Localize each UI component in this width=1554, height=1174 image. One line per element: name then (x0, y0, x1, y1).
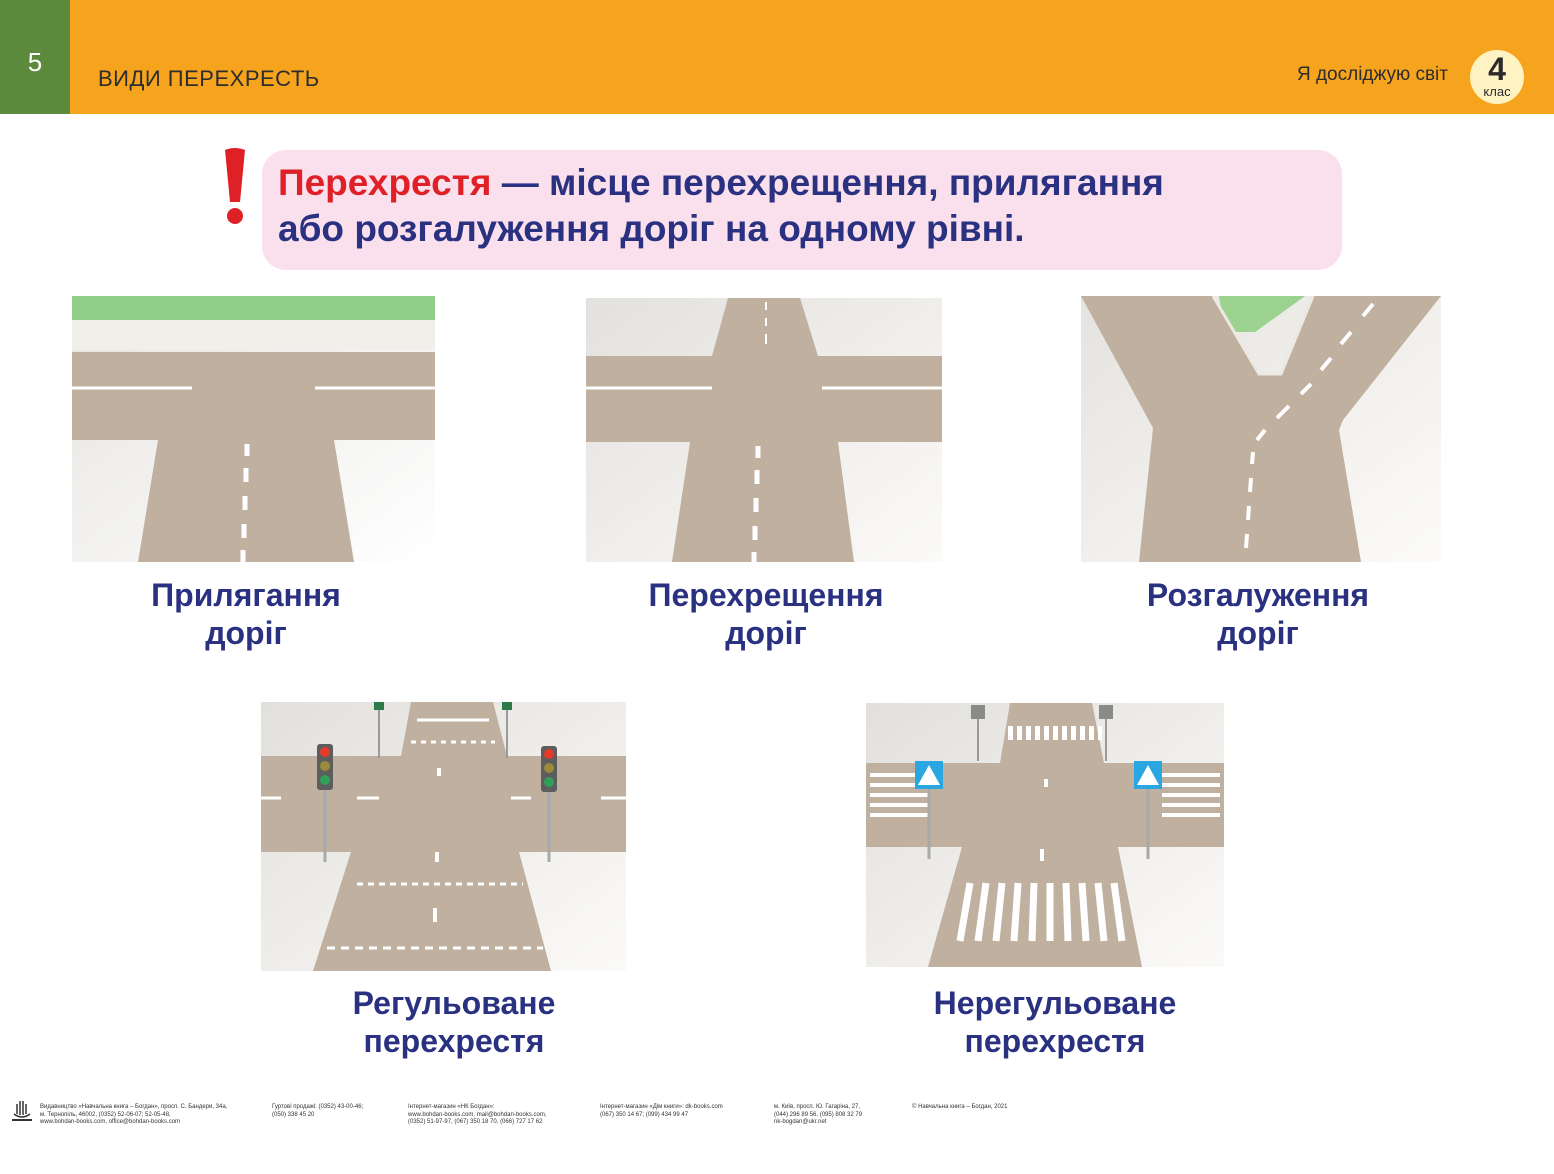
t-junction-illustration (72, 296, 435, 562)
y-fork-illustration (1081, 296, 1441, 562)
caption-line: Перехрещення (648, 577, 884, 613)
footer-line: (044) 296 89 56, (095) 808 32 79 (774, 1111, 863, 1118)
caption-crossing-roads: Перехрещення доріг (616, 576, 916, 652)
footer-line: (050) 338 45 20 (272, 1111, 315, 1118)
footer-line: www.bohdan-books.com, mail@bohdan-books.… (408, 1111, 547, 1118)
grade-number: 4 (1488, 51, 1506, 87)
footer-line: Інтернет-магазин «НК Богдан»: (408, 1104, 495, 1110)
footer-line: Видавництво «Навчальна книга – Богдан», … (40, 1104, 228, 1110)
publisher-logo-icon (12, 1101, 32, 1121)
caption-line: Прилягання (151, 577, 341, 613)
crossroads-illustration (586, 298, 942, 562)
caption-branching-roads: Розгалуження доріг (1108, 576, 1408, 652)
caption-adjoining-roads: Прилягання доріг (96, 576, 396, 652)
footer-line: Інтернет-магазин «Дім книги»: dk-books.c… (600, 1104, 723, 1110)
definition-line-1: Перехрестя — місце перехрещення, приляга… (278, 160, 1326, 206)
caption-regulated-intersection: Регульоване перехрестя (274, 984, 634, 1060)
definition-box: Перехрестя — місце перехрещення, приляга… (262, 150, 1342, 270)
caption-line: Регульоване (352, 985, 556, 1021)
footer-line: nk-bogdan@ukr.net (774, 1119, 827, 1125)
definition-term: Перехрестя (278, 162, 492, 203)
caption-line: Розгалуження (1146, 577, 1370, 613)
footer-shop-1: Інтернет-магазин «НК Богдан»: www.bohdan… (408, 1104, 547, 1127)
caption-line: перехрестя (363, 1023, 545, 1059)
footer-line: (0352) 51-97-97, (067) 350 18 70, (066) … (408, 1119, 543, 1125)
page-title: ВИДИ ПЕРЕХРЕСТЬ (98, 66, 320, 91)
footer-wholesale: Гуртові продажі: (0352) 43-00-46; (050) … (272, 1104, 363, 1119)
definition-text-1: — місце перехрещення, прилягання (491, 162, 1164, 203)
grade-word: клас (1483, 84, 1511, 99)
subject-label: Я досліджую світ (1296, 64, 1448, 85)
footer: Видавництво «Навчальна книга – Богдан», … (0, 1096, 1554, 1136)
caption-line: доріг (725, 615, 807, 651)
caption-line: доріг (205, 615, 287, 651)
footer-kyiv: м. Київ, просп. Ю. Гагаріна, 27, (044) 2… (774, 1104, 862, 1127)
footer-line: м. Тернопіль, 46002, (0352) 52-06-07; 52… (40, 1111, 171, 1118)
footer-shop-2: Інтернет-магазин «Дім книги»: dk-books.c… (600, 1104, 723, 1119)
footer-line: м. Київ, просп. Ю. Гагаріна, 27, (774, 1104, 861, 1110)
header-bar: 5 ВИДИ ПЕРЕХРЕСТЬ Я досліджую світ 4 кла… (0, 0, 1554, 114)
definition-line-2: або розгалуження доріг на одному рівні. (278, 208, 1025, 249)
caption-line: Нерегульоване (933, 985, 1177, 1021)
footer-line: Гуртові продажі: (0352) 43-00-46; (272, 1104, 364, 1110)
caption-line: перехрестя (964, 1023, 1146, 1059)
footer-line: www.bohdan-books.com, office@bohdan-book… (40, 1119, 181, 1125)
footer-line: (067) 350 14 67; (099) 434 99 47 (600, 1111, 689, 1118)
pedestrian-crossing-intersection-illustration (866, 703, 1224, 967)
footer-publisher: Видавництво «Навчальна книга – Богдан», … (40, 1104, 227, 1127)
page-number: 5 (0, 0, 70, 114)
caption-line: доріг (1217, 615, 1299, 651)
caption-unregulated-intersection: Нерегульоване перехрестя (875, 984, 1235, 1060)
grade-badge: 4 клас (1470, 50, 1524, 104)
traffic-light-intersection-illustration (261, 702, 626, 971)
exclamation-icon (225, 148, 245, 224)
footer-copyright: © Навчальна книга – Богдан, 2021 (912, 1104, 1008, 1110)
